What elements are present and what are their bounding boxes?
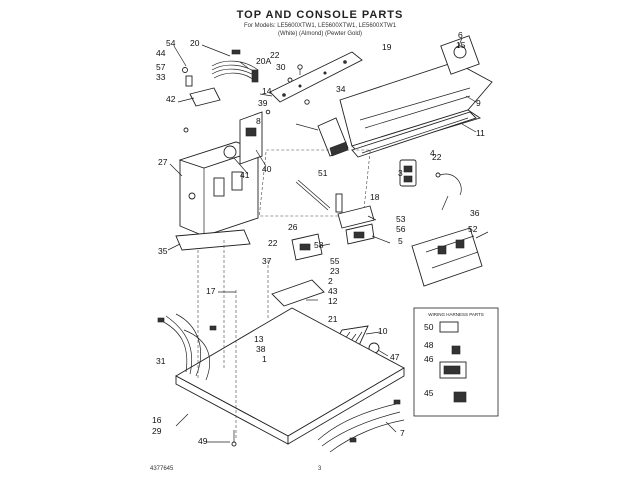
wiring-harness-49 (317, 399, 405, 453)
callout-1: 1 (262, 354, 267, 364)
callout-16: 16 (152, 415, 162, 425)
inset-title: WIRING HARNESS PARTS (428, 312, 484, 317)
callout-26: 26 (288, 222, 298, 232)
callout-33: 33 (156, 72, 166, 82)
page-number: 3 (318, 466, 322, 472)
callout-41: 41 (240, 170, 250, 180)
callout-23: 23 (330, 266, 340, 276)
callout-2: 2 (328, 276, 333, 286)
callout-35: 35 (158, 246, 168, 256)
callout-44: 44 (156, 48, 166, 58)
model-colors-line: (White) (Almond) (Pewter Gold) (277, 31, 363, 37)
callout-17: 17 (206, 286, 216, 296)
wiring-harness-31 (157, 313, 217, 381)
callout-18: 18 (370, 192, 380, 202)
console-lower-trim (351, 111, 477, 158)
callout-42: 42 (166, 94, 176, 104)
inset-callout-labels: 50 48 46 45 (424, 322, 434, 398)
timer-switch-assembly (399, 159, 462, 196)
callout-7: 7 (400, 428, 405, 438)
callout-36: 36 (470, 208, 480, 218)
callout-15: 15 (456, 40, 466, 50)
callout-20: 20 (190, 38, 200, 48)
callout-53: 53 (396, 214, 406, 224)
callout-51: 51 (318, 168, 328, 178)
inset-callout-46: 46 (424, 354, 434, 364)
wiring-harness-inset (413, 307, 499, 417)
terminal-block-52 (411, 227, 483, 287)
callout-14: 14 (262, 86, 272, 96)
callout-22: 22 (268, 238, 278, 248)
inset-callout-45: 45 (424, 388, 434, 398)
callout-5: 5 (398, 236, 403, 246)
callout-39: 39 (258, 98, 268, 108)
callout-21: 21 (328, 314, 338, 324)
plate-35 (175, 229, 251, 251)
dashed-group-box (258, 149, 371, 217)
top-panel (175, 307, 405, 445)
screw-7 (231, 430, 237, 447)
callout-13: 13 (254, 334, 264, 344)
inset-callout-50: 50 (424, 322, 434, 332)
control-box-26 (178, 141, 260, 237)
end-cap-8 (317, 117, 349, 157)
callout-22: 22 (432, 152, 442, 162)
screws-top (265, 64, 310, 115)
assembly-guides (197, 240, 269, 440)
callout-57: 57 (156, 62, 166, 72)
callout-19: 19 (382, 42, 392, 52)
callout-3: 3 (398, 168, 403, 178)
callout-10: 10 (378, 326, 388, 336)
inset-callout-48: 48 (424, 340, 434, 350)
callout-56: 56 (396, 224, 406, 234)
callout-labels: 54445733422020A3022143934615199811274140… (152, 30, 485, 446)
callout-40: 40 (262, 164, 272, 174)
door-switch-58 (291, 233, 323, 261)
callout-55: 55 (330, 256, 340, 266)
callout-49: 49 (198, 436, 208, 446)
callout-9: 9 (476, 98, 481, 108)
console-back-panel (269, 51, 363, 103)
callout-27: 27 (158, 157, 168, 167)
page-title: TOP AND CONSOLE PARTS (236, 9, 404, 21)
callout-4: 4 (430, 148, 435, 158)
callout-11: 11 (476, 128, 485, 138)
brackets-53-56 (337, 205, 375, 245)
callout-47: 47 (390, 352, 400, 362)
callout-37: 37 (262, 256, 272, 266)
callout-43: 43 (328, 286, 338, 296)
callout-12: 12 (328, 296, 338, 306)
leader-lines (167, 37, 489, 443)
wire-harness-20 (211, 49, 259, 83)
push-rod-51 (295, 179, 343, 213)
callout-38: 38 (256, 344, 266, 354)
callout-20A: 20A (256, 56, 271, 66)
callout-29: 29 (152, 426, 162, 436)
callout-6: 6 (458, 30, 463, 40)
callout-58: 58 (314, 240, 324, 250)
plate-2 (271, 279, 325, 307)
callout-30: 30 (276, 62, 286, 72)
callout-22: 22 (270, 50, 280, 60)
model-numbers-line: For Models: LE5600XTW1, LE5600XTW1, LE56… (243, 23, 397, 29)
callout-34: 34 (336, 84, 346, 94)
document-number: 4377645 (150, 466, 174, 472)
callout-8: 8 (256, 116, 261, 126)
callout-52: 52 (468, 224, 478, 234)
callout-54: 54 (166, 38, 176, 48)
left-small-parts (182, 67, 221, 133)
callout-31: 31 (156, 356, 166, 366)
